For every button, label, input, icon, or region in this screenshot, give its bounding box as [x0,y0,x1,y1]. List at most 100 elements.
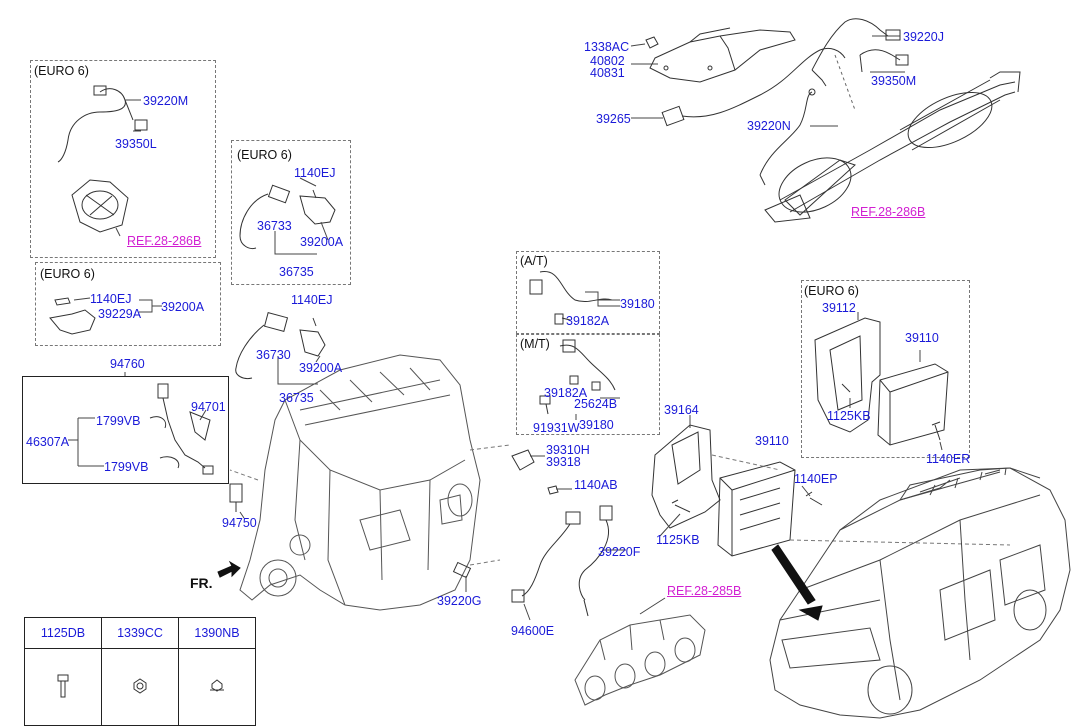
part-label-1338ac[interactable]: 1338AC [584,40,630,54]
part-label-39318[interactable]: 39318 [546,455,581,469]
exhaust-manifold-drawing [574,614,706,706]
part-label-1140er[interactable]: 1140ER [926,452,971,466]
part-label-36733[interactable]: 36733 [257,219,292,233]
part-label-1125kb-a[interactable]: 1125KB [656,533,700,547]
part-label-1799vb-b[interactable]: 1799VB [104,460,149,474]
part-label-1125kb-b[interactable]: 1125KB [827,409,871,423]
euro6-sensor-group [30,60,216,258]
oxygen-sensor-39220j-drawing [811,18,901,87]
bolt-1125kb-b-drawing [841,383,851,393]
part-label-39350l[interactable]: 39350L [115,137,157,151]
euro6-header-2: (EURO 6) [237,148,292,162]
sensor-39310h-drawing [511,449,559,495]
bracket-39112-drawing [814,317,881,433]
wire-39265-drawing [661,47,846,127]
part-label-46307a[interactable]: 46307A [26,435,70,449]
oxygen-sensor-94600e-drawing [511,511,581,603]
part-label-1799vb-a[interactable]: 1799VB [96,414,141,428]
bracket-39164-drawing [651,424,721,529]
part-label-39200a-c[interactable]: 39200A [299,361,343,375]
ref-28-286b-top[interactable]: REF.28-286B [851,205,926,219]
std-part-header-1125db[interactable]: 1125DB [24,617,102,649]
std-part-header-1390nb[interactable]: 1390NB [178,617,256,649]
ecu-39110-b-drawing [877,363,949,446]
wiring-94760-group [22,376,229,484]
sensor-94750-drawing [229,483,243,512]
nut-icon [101,648,179,726]
part-label-94701[interactable]: 94701 [191,400,226,414]
standard-parts-table: 1125DB 1339CC 1390NB [24,617,256,726]
part-label-39220g[interactable]: 39220G [437,594,482,608]
bolt-1125kb-a-drawing [671,499,691,513]
van-drawing [769,467,1071,719]
part-label-25624b[interactable]: 25624B [574,397,618,411]
exhaust-pipe-drawing [764,71,1021,223]
dpf-bracket-drawing [71,179,129,233]
ref-28-285b[interactable]: REF.28-285B [667,584,742,598]
part-label-1140ej-c[interactable]: 1140EJ [291,293,333,307]
part-label-39220n[interactable]: 39220N [747,119,791,133]
ecu-39110-drawing [717,461,796,557]
wiring-94760-drawing [149,383,214,475]
part-label-39182a-at[interactable]: 39182A [566,314,610,328]
part-label-91931w[interactable]: 91931W [533,421,580,435]
part-label-39350m[interactable]: 39350M [871,74,917,88]
nut-1338ac-drawing [645,36,659,49]
sensor-39220g-drawing [452,561,472,579]
part-label-39200a-b[interactable]: 39200A [161,300,205,314]
part-label-40802[interactable]: 40802 [590,54,625,68]
bracket-39229a-drawing [49,297,96,335]
part-label-39220j[interactable]: 39220J [903,30,945,44]
oxygen-sensor-39220m-drawing [57,85,148,163]
part-label-1140ej-a[interactable]: 1140EJ [294,166,336,180]
wiring-36730-drawing [235,312,326,379]
at-group [516,251,660,334]
ref-28-286b-left[interactable]: REF.28-286B [127,234,202,248]
oxygen-sensor-39220n-drawing [759,88,816,186]
euro6-ecu-group [801,280,970,458]
engine-block-drawing [239,354,481,611]
part-label-39265[interactable]: 39265 [596,112,631,126]
std-part-header-1339cc[interactable]: 1339CC [101,617,179,649]
front-arrow [217,560,241,578]
part-label-39110-b[interactable]: 39110 [905,331,939,345]
ecu-location-arrow [771,544,816,605]
part-label-39164[interactable]: 39164 [664,403,699,417]
part-label-1140ep[interactable]: 1140EP [794,472,838,486]
part-label-40831[interactable]: 40831 [590,66,625,80]
part-label-39110-a[interactable]: 39110 [755,434,789,448]
part-label-1140ej-b[interactable]: 1140EJ [90,292,132,306]
part-label-36735-b[interactable]: 36735 [279,391,314,405]
wiring-39180-at-drawing [529,271,613,325]
part-label-36730[interactable]: 36730 [256,348,291,362]
part-label-39220f[interactable]: 39220F [598,545,641,559]
bolt-1140er-drawing [931,421,941,441]
euro6-header-4: (EURO 6) [804,284,859,298]
euro6-wiring-group [231,140,351,285]
part-label-39220m[interactable]: 39220M [143,94,189,108]
part-label-36735-a[interactable]: 36735 [279,265,314,279]
part-label-39310h[interactable]: 39310H [546,443,590,457]
part-label-39180-at[interactable]: 39180 [620,297,655,311]
part-label-94760[interactable]: 94760 [110,357,145,371]
oxygen-sensor-39220f-drawing [578,505,613,617]
part-label-39180-mt[interactable]: 39180 [579,418,614,432]
wiring-39180-mt-drawing [539,339,616,415]
part-label-39229a[interactable]: 39229A [98,307,142,321]
at-header: (A/T) [520,254,548,268]
part-label-39112[interactable]: 39112 [822,301,856,315]
flange-nut-icon [178,648,256,726]
front-label: FR. [190,575,213,591]
bolt-icon [24,648,102,726]
heat-shield-drawing [649,27,796,83]
part-label-94750[interactable]: 94750 [222,516,257,530]
part-label-39182a-mt[interactable]: 39182A [544,386,588,400]
wiring-36733-drawing [239,184,336,249]
euro6-header-1: (EURO 6) [34,64,89,78]
part-label-94600e[interactable]: 94600E [511,624,555,638]
euro6-bracket-group [35,262,221,346]
part-label-1140ab[interactable]: 1140AB [574,478,618,492]
part-label-39200a-a[interactable]: 39200A [300,235,344,249]
